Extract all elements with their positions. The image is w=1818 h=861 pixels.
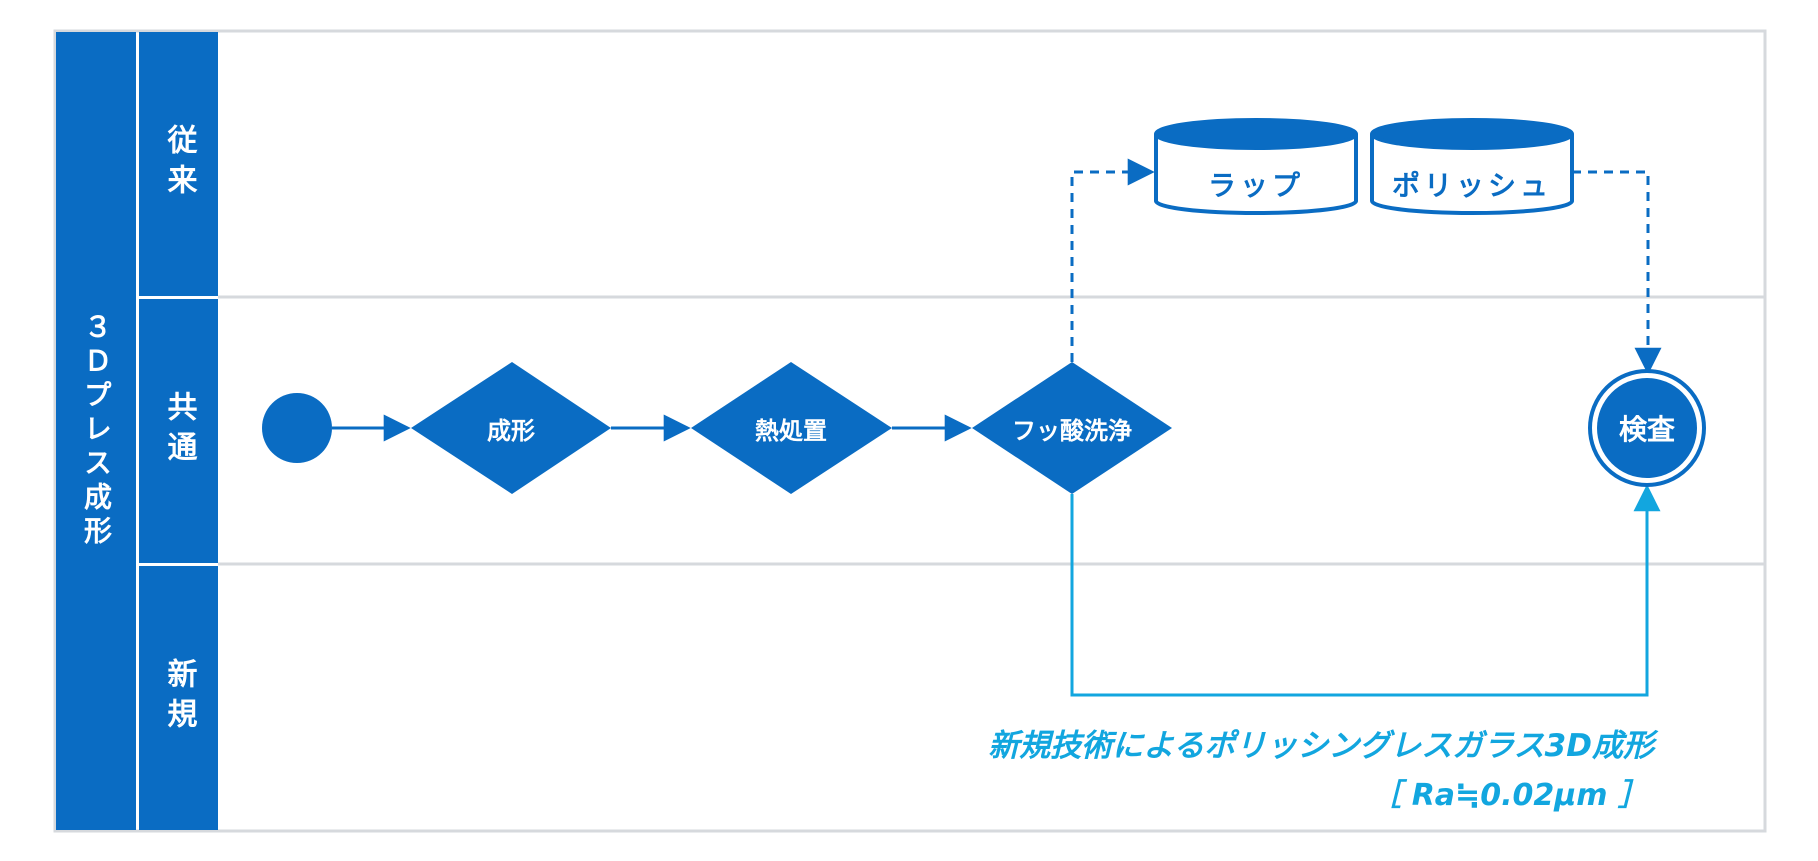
lane-label-conventional: 従来 [161,124,197,204]
node-label-seikei: 成形 [487,416,535,445]
node-label-kensa: 検査 [1618,413,1675,446]
node-label-netsushori: 熱処置 [755,416,827,445]
process-diamond-netsushori [691,362,892,494]
database-label-polish: ポリッシュ [1391,169,1552,202]
node-label-fussan: フッ酸洗浄 [1012,416,1132,445]
column-title: ３Ｄプレス成形 [80,312,113,550]
database-lap [1154,118,1358,215]
conventional-path-down [1572,170,1662,375]
database-polish [1370,118,1574,215]
start-node [262,393,332,463]
title-column [56,32,136,830]
note-line-2: ［ Ra≒0.02μm ］ [1371,778,1648,813]
note-line-1: 新規技術によるポリッシングレスガラス3D成形 [988,728,1654,764]
conventional-path-up [1070,158,1155,362]
new-path [1070,484,1661,697]
process-diamond-seikei [411,362,611,494]
database-label-lap: ラップ [1207,169,1304,202]
lane-label-new: 新規 [161,658,197,738]
lane-label-bg-1 [139,32,218,296]
end-node [1597,378,1697,478]
lane-label-bg-3 [139,566,218,830]
lane-label-bg-2 [139,299,218,563]
process-diamond-fussan [972,362,1172,494]
lane-label-common: 共通 [161,391,197,471]
